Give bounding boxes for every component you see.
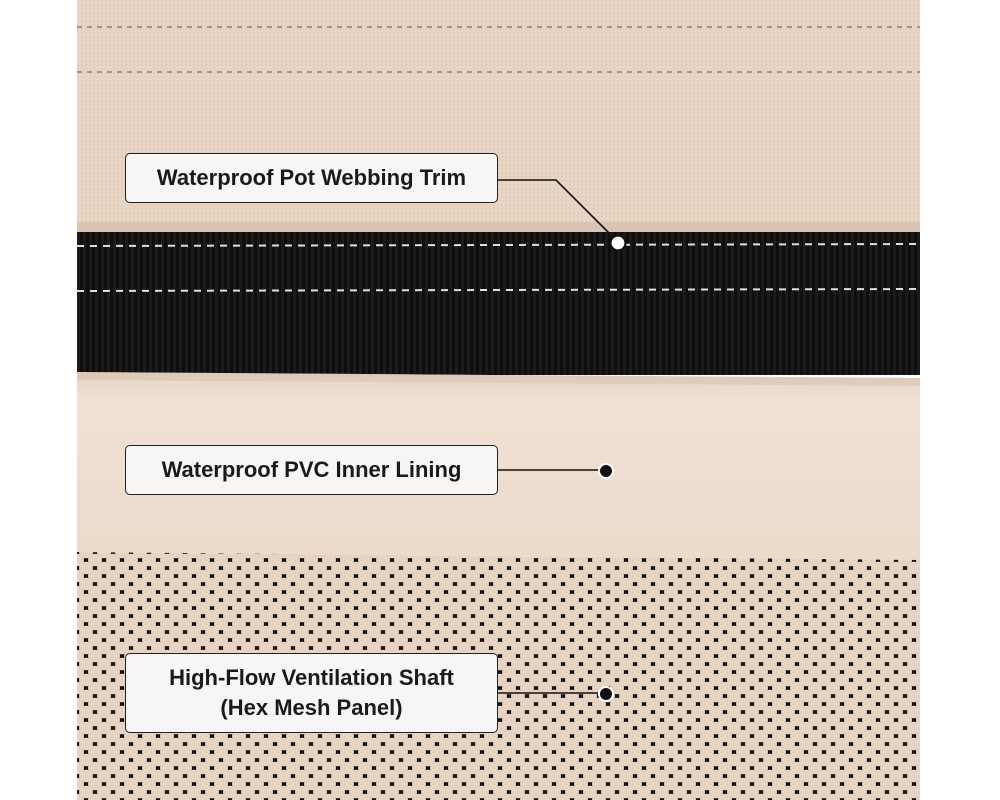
material-layers-photo	[77, 0, 920, 800]
callout-ventilation-mesh: High-Flow Ventilation Shaft (Hex Mesh Pa…	[125, 653, 498, 733]
marker-webbing-dot	[609, 234, 627, 252]
callout-webbing-trim-label: Waterproof Pot Webbing Trim	[156, 165, 467, 190]
callout-pvc-lining: Waterproof PVC Inner Lining	[125, 445, 498, 495]
marker-mesh-dot	[598, 686, 614, 702]
pvc-lining-layer	[77, 372, 920, 560]
webbing-trim-layer	[77, 232, 920, 375]
marker-pvc-dot	[598, 463, 614, 479]
leader-pvc	[498, 463, 614, 479]
callout-ventilation-mesh-line2: (Hex Mesh Panel)	[220, 695, 403, 720]
leader-webbing	[498, 179, 627, 252]
leader-mesh	[498, 686, 614, 702]
callout-ventilation-mesh-line1: High-Flow Ventilation Shaft	[169, 665, 454, 690]
hex-mesh-layer	[77, 552, 920, 800]
callout-pvc-lining-label: Waterproof PVC Inner Lining	[161, 457, 462, 482]
callout-webbing-trim: Waterproof Pot Webbing Trim	[125, 153, 498, 203]
